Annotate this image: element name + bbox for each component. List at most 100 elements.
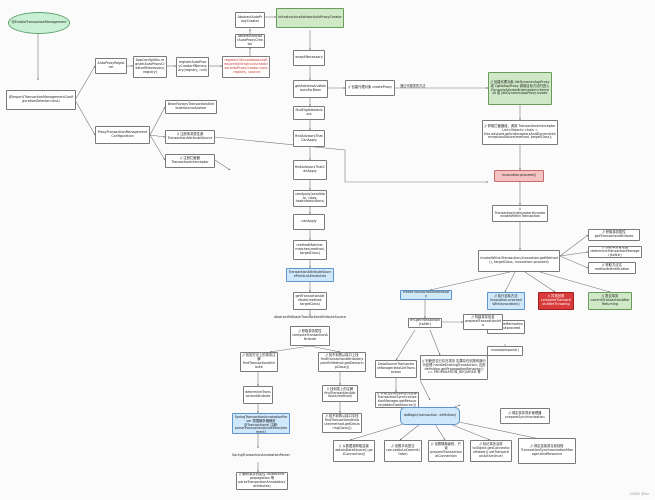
node-proxy-tx-config[interactable]: ProxyTransactionManagementConfiguration [95,126,150,144]
node-label: // 构建事务信息 prepareTransactionInfo [465,315,501,327]
node-find-eligible-advisors[interactable]: findEligibleAdvisors [293,106,325,120]
node-abstract-advisor-auto-proxy[interactable]: AbstractAdvisorAutoProxyCreator [235,34,265,48]
node-label: // 找不到再从接口中找 findTransactionAttribute(me… [324,414,360,430]
edge [395,329,416,361]
node-find-tx-declaring[interactable]: // 找不到再从接口中找 findTransactionAttribute(me… [322,413,362,433]
node-get-transaction-attribute[interactable]: getTransactionAttribute(method, targetCl… [293,292,327,310]
edge [419,379,431,401]
node-ds-doget-transaction[interactable]: DataSourceTransactionManager#doGetTransa… [375,360,417,378]
edge [559,255,589,269]
node-label: ReflectiveMethodInvocation#proceed [489,322,523,330]
node-invocation-proceed[interactable]: invocation.proceed() [494,170,544,182]
edge [309,345,341,353]
node-abstract-fallback: AbstractFallbackTransactionAttributeSour… [270,313,350,323]
node-get-connection-holder[interactable]: // 获取当前线程绑定的连接 TransactionSynchronizatio… [375,392,419,408]
node-do-begin[interactable]: doBegin(transaction, definition) [400,407,460,425]
node-label: DataSourceTransactionManager#doGetTransa… [377,362,416,374]
node-bean-factory-advisor[interactable]: BeanFactoryTransactionAttributeSourceAdv… [165,100,217,114]
node-invoke-within-transaction[interactable]: invokeWithinTransaction(invocation.getMe… [478,250,560,272]
edge [214,159,231,171]
node-infrastructure-advisor-auto-proxy[interactable]: InfrastructureAdvisorAutoProxyCreator [276,8,344,28]
edge [524,271,556,293]
node-label: BeanFactoryTransactionAttributeSourceAdv… [167,102,215,110]
node-label: // SpringTransactionAnnotationParser 根据解… [234,414,288,434]
node-label: registerOrEscalateApcAsRequired(Infrastr… [224,58,268,74]
node-tx-interceptor-invoke[interactable]: // TransactionInterceptor#invoke invokeW… [492,205,548,222]
node-find-tx-class[interactable]: // 找到类上的注解 findTransactionAttribute(meth… [322,385,358,402]
node-find-advisors-apply[interactable]: findAdvisorsThatCanApply [293,130,325,147]
node-tx-interceptor[interactable]: // 注册拦截器 TransactionInterceptor [165,154,215,168]
node-obtain-connection[interactable]: // 从数据源获取连接 obtainDataSource().getConnec… [333,440,375,462]
edge [269,345,311,353]
edge [429,329,441,356]
node-create-tx-if-necessary[interactable]: createTransactionIfNecessary [400,290,452,300]
node-label: AutoProxyRegistrar [97,61,125,69]
node-label: tm.getTransaction(txAttr) [410,318,440,326]
node-tm-get-transaction[interactable]: tm.getTransaction(txAttr) [408,318,442,328]
node-label: // 解析事务的属性 rollbackFor propagation 等 par… [238,472,286,488]
node-proceed-with-invocation[interactable]: // 执行目标方法 invocation.proceedWithInvocati… [487,292,525,310]
node-label: // 创建代理对象 createProxy [348,85,392,90]
node-label: SpringTransactionAnnotationParser [232,453,290,458]
node-prepare-synchronization[interactable]: // 绑定事务同步管理器 prepareSynchronization [500,408,550,424]
node-set-transaction-active[interactable]: // 标记事务活跃 txObject.getConnectionHolder()… [470,440,512,462]
node-label: // 找不到再从接口上找 findTransactionAttribute(sp… [320,353,364,369]
node-label: @Import(TransactionManagementConfigurati… [8,95,74,103]
node-determine-tm[interactable]: // 获取事务管理器 determineTransactionManager(t… [588,246,642,258]
node-find-tx-specific[interactable]: // 找不到再从接口上找 findTransactionAttribute(sp… [318,352,366,372]
node-label: // 获取事务属性 getTransactionAttribute [594,230,634,238]
node-proxy-factory[interactable]: // 创建代理对象 JdkDynamicAopProxy 或 CglibAopP… [488,72,552,105]
node-label: invokeJoinpoint() [491,348,519,353]
node-label: // 标记事务活跃 txObject.getConnectionHolder()… [472,442,510,458]
edge [74,65,96,101]
node-can-apply[interactable]: canApply [293,214,325,230]
node-register-auto-proxy[interactable]: registerAutoProxyCreatorIfNecessary(regi… [176,57,209,77]
node-label: findAdvisorsThatCanApply [295,165,325,173]
node-enable-transaction-management[interactable]: @EnableTransactionManagement [8,12,70,34]
node-register-or-escalate[interactable]: registerOrEscalateApcAsRequired(Infrastr… [222,56,270,78]
node-determine-transaction-attribute[interactable]: determineTransactionAttribute [243,386,273,404]
edge [539,271,611,293]
node-label: // 设置隔离级别、只读 prepareTransactionalConnect… [430,442,462,458]
node-aop-config-utils[interactable]: AopConfigUtils.registerAutoProxyCreatorI… [133,56,167,78]
node-get-advices[interactable]: getAdvicesAndAdvisorsForBean [293,80,328,98]
node-parse-rollback[interactable]: // 解析事务的属性 rollbackFor propagation 等 par… [236,472,288,490]
node-bind-resource[interactable]: // 绑定连接到当前线程 TransactionSynchronizationM… [518,438,576,464]
node-tx-attribute-source[interactable]: // 注册事务属性源 TransactionAttributeSource [165,130,215,144]
node-prepare-tx-info[interactable]: // 构建事务信息 prepareTransactionInfo [463,314,503,330]
edge-label-create-proxy: 通过代理类的方法 [400,84,426,88]
node-is-existing-transaction[interactable]: // 判断是否已存在事务 如果存在则按传播行为处理 handleExisting… [420,355,488,380]
node-label: canApply [301,219,317,224]
node-method-matcher[interactable]: methodMatcher.matches(method, targetClas… [293,240,327,260]
node-can-apply-candidate[interactable]: canApply(candidate, clazz, hasIntroducti… [293,190,327,207]
node-method-identification[interactable]: // 获取方法名 methodIdentification [588,262,636,274]
node-set-auto-commit[interactable]: // 设置手动提交 con.setAutoCommit(false) [384,440,422,462]
node-commit-after-returning[interactable]: // 提交事务 commitTransactionAfterReturning [588,292,632,310]
node-create-proxy[interactable]: // 创建代理对象 createProxy [345,80,395,96]
node-find-can-apply[interactable]: findAdvisorsThatCanApply [293,160,327,180]
node-label: // 注册拦截器 TransactionInterceptor [171,156,209,164]
node-label: getTransactionAttribute(method, targetCl… [295,294,325,306]
node-compute-transaction-attribute[interactable]: // 获取事务属性 computeTransactionAttribute [290,326,330,346]
edge [149,106,166,136]
node-label: InfrastructureAdvisorAutoProxyCreator [278,15,342,20]
node-label: invokeWithinTransaction(invocation.getMe… [480,256,558,264]
node-wrap-if-necessary[interactable]: wrapIfNecessary [293,50,325,66]
node-parse-annotation[interactable]: // SpringTransactionAnnotationParser 根据解… [232,413,290,434]
node-find-tx-method[interactable]: // 找到方法上的事务注解 findTransactionAttribute [240,352,278,372]
node-label: findEligibleAdvisors [295,108,323,116]
node-import-selector[interactable]: @Import(TransactionManagementConfigurati… [6,90,76,110]
node-label: // 创建代理对象 JdkDynamicAopProxy 或 CglibAopP… [490,79,550,96]
node-tas-pointcut-matches[interactable]: TransactionAttributeSourcePointcut#match… [286,268,334,282]
node-invoke-joinpoint[interactable]: invokeJoinpoint() [487,346,523,356]
node-get-tx-attr-2[interactable]: // 获取事务属性 getTransactionAttribute [588,229,640,241]
node-interceptor-chain[interactable]: // 获取拦截器链，调用 TransactionInterceptor List… [482,120,558,145]
node-prepare-connection[interactable]: // 设置隔离级别、只读 prepareTransactionalConnect… [428,440,464,462]
node-label: invocation.proceed() [501,173,537,178]
node-auto-proxy-registrar[interactable]: AutoProxyRegistrar [95,58,127,74]
node-label: // 绑定事务同步管理器 prepareSynchronization [505,411,545,419]
node-label: // 注册事务属性源 TransactionAttributeSource [167,132,213,140]
node-label: AbstractAutoProxyCreator [237,15,263,23]
node-complete-after-throwing[interactable]: // 异常回滚 completeTransactionAfterThrowing [538,292,574,310]
node-abstract-auto-proxy-creator[interactable]: AbstractAutoProxyCreator [235,12,265,28]
